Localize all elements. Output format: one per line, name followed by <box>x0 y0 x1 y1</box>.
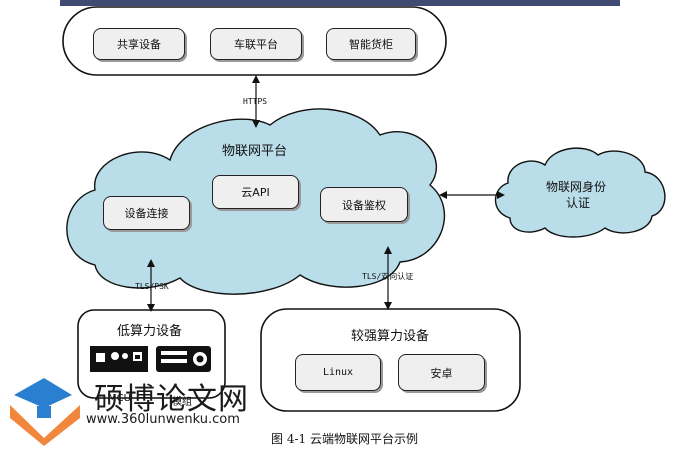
figure-caption: 图 4-1 云端物联网平台示例 <box>271 432 418 446</box>
android-label: 安卓 <box>430 366 453 380</box>
watermark: 硕博论文网 www.360lunwenku.com <box>8 372 278 436</box>
shared-device-box: 共享设备 <box>93 28 185 60</box>
identity-line-2: 认证 <box>566 196 591 210</box>
identity-cloud <box>494 147 666 238</box>
android-box: 安卓 <box>398 354 485 391</box>
watermark-url: www.360lunwenku.com <box>86 412 240 427</box>
device-connection-label: 设备连接 <box>124 207 169 220</box>
identity-line-1: 物联网身份 <box>546 180 607 194</box>
vehicle-platform-box: 车联平台 <box>210 28 302 60</box>
tls-psk-label: TLS/PSK <box>135 282 169 291</box>
module-label: 模组 <box>172 397 192 408</box>
https-label: HTTPS <box>243 97 268 106</box>
smart-locker-box: 智能货柜 <box>326 28 416 60</box>
watermark-title: 硕博论文网 <box>94 382 249 417</box>
iot-platform-title: 物联网平台 <box>222 144 288 159</box>
tls-mutual-label: TLS/双向认证 <box>362 272 414 281</box>
top-cropped-strip <box>60 0 620 6</box>
watermark-logo-icon <box>10 378 80 446</box>
device-auth-label: 设备鉴权 <box>342 198 386 212</box>
linux-box: Linux <box>295 354 381 391</box>
cloud-api-box: 云API <box>212 175 299 209</box>
cloud-api-label: 云API <box>241 186 270 199</box>
module-device-icon <box>156 346 211 372</box>
device-connection-box: 设备连接 <box>103 196 190 230</box>
device-auth-box: 设备鉴权 <box>320 187 408 222</box>
linux-label: Linux <box>322 367 354 378</box>
mcu-label: MCU <box>108 393 131 404</box>
vehicle-platform-label: 车联平台 <box>234 38 278 51</box>
mcu-device-icon <box>90 346 148 372</box>
low-power-title: 低算力设备 <box>117 324 183 339</box>
shared-device-label: 共享设备 <box>117 38 161 51</box>
smart-locker-label: 智能货柜 <box>349 38 393 51</box>
high-power-title: 较强算力设备 <box>351 329 430 344</box>
